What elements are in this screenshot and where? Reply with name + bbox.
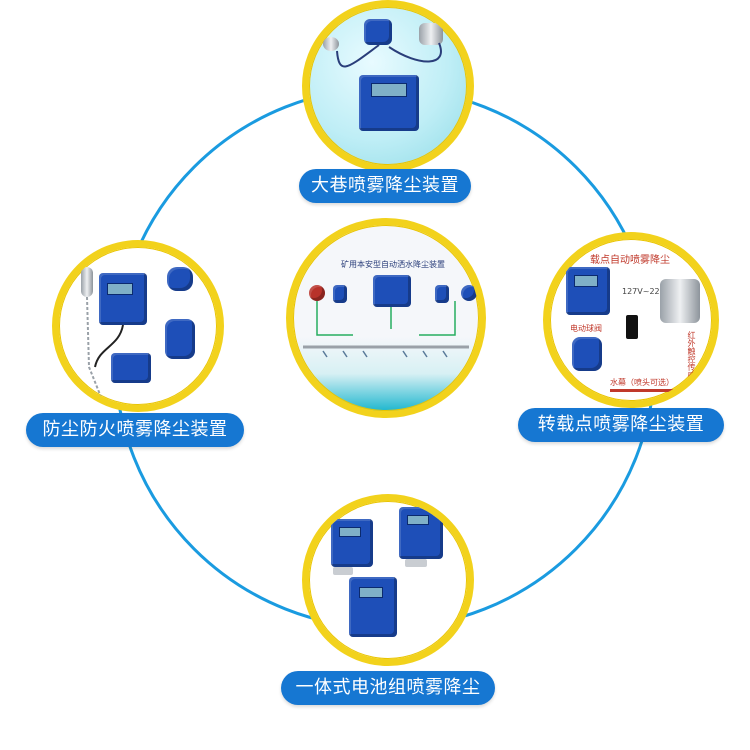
valve-fitting-icon bbox=[333, 567, 353, 575]
right-photo-text-4: 红外触控传感器 bbox=[687, 331, 696, 387]
top-node-label: 大巷喷雾降尘装置 bbox=[299, 169, 471, 203]
remote-control-icon bbox=[626, 315, 638, 339]
chain-icon bbox=[86, 296, 124, 398]
right-photo-text-5: 水幕（喷头可选） bbox=[610, 378, 674, 387]
top-photo-circle bbox=[302, 0, 474, 172]
bottom-photo-circle bbox=[302, 494, 474, 666]
valve-left-icon bbox=[309, 285, 325, 301]
sensor-cylinder-icon bbox=[419, 23, 443, 45]
small-sensor-icon bbox=[323, 37, 339, 51]
battery-unit-screen-icon bbox=[407, 515, 429, 525]
right-photo-text-2: 127V~220V bbox=[622, 287, 671, 296]
water-curtain-line bbox=[610, 389, 680, 392]
right-node-label: 转载点喷雾降尘装置 bbox=[518, 408, 724, 442]
controller-screen-icon bbox=[107, 283, 133, 295]
controller-box-icon bbox=[373, 275, 411, 307]
left-node-label: 防尘防火喷雾降尘装置 bbox=[26, 413, 244, 447]
battery-unit-screen-icon bbox=[359, 587, 383, 598]
right-photo-circle: 载点自动喷雾降尘 127V~220V 电动球阀 红外触控传感器 水幕（喷头可选） bbox=[543, 232, 719, 408]
solenoid-valve-icon bbox=[572, 337, 602, 371]
solenoid-valve-icon bbox=[364, 19, 392, 45]
sensor-head-icon bbox=[167, 267, 193, 291]
valve-fitting-icon bbox=[405, 559, 427, 567]
cable-icon bbox=[336, 42, 442, 68]
controller-screen-icon bbox=[371, 83, 407, 97]
battery-unit-screen-icon bbox=[339, 527, 361, 537]
pipeline-icon bbox=[303, 301, 469, 358]
right-photo-text-1: 载点自动喷雾降尘 bbox=[590, 255, 670, 266]
battery-unit-icon bbox=[349, 577, 397, 637]
valve-right-icon bbox=[461, 285, 477, 301]
left-photo-circle bbox=[52, 240, 224, 412]
solenoid-valve-icon bbox=[165, 319, 195, 359]
controller-screen-icon bbox=[574, 275, 598, 287]
right-photo-text-3: 电动球阀 bbox=[570, 324, 602, 333]
small-display-icon bbox=[111, 353, 151, 383]
controller-box-icon bbox=[99, 273, 147, 325]
center-photo-circle: 矿用本安型自动洒水降尘装置 bbox=[286, 218, 486, 418]
probe-icon bbox=[81, 267, 93, 297]
sensor-icon bbox=[333, 285, 347, 303]
bottom-node-label: 一体式电池组喷雾降尘 bbox=[281, 671, 495, 705]
sensor-cylinder-icon bbox=[660, 279, 700, 323]
sensor-icon bbox=[435, 285, 449, 303]
center-photo-text-1: 矿用本安型自动洒水降尘装置 bbox=[341, 260, 445, 269]
